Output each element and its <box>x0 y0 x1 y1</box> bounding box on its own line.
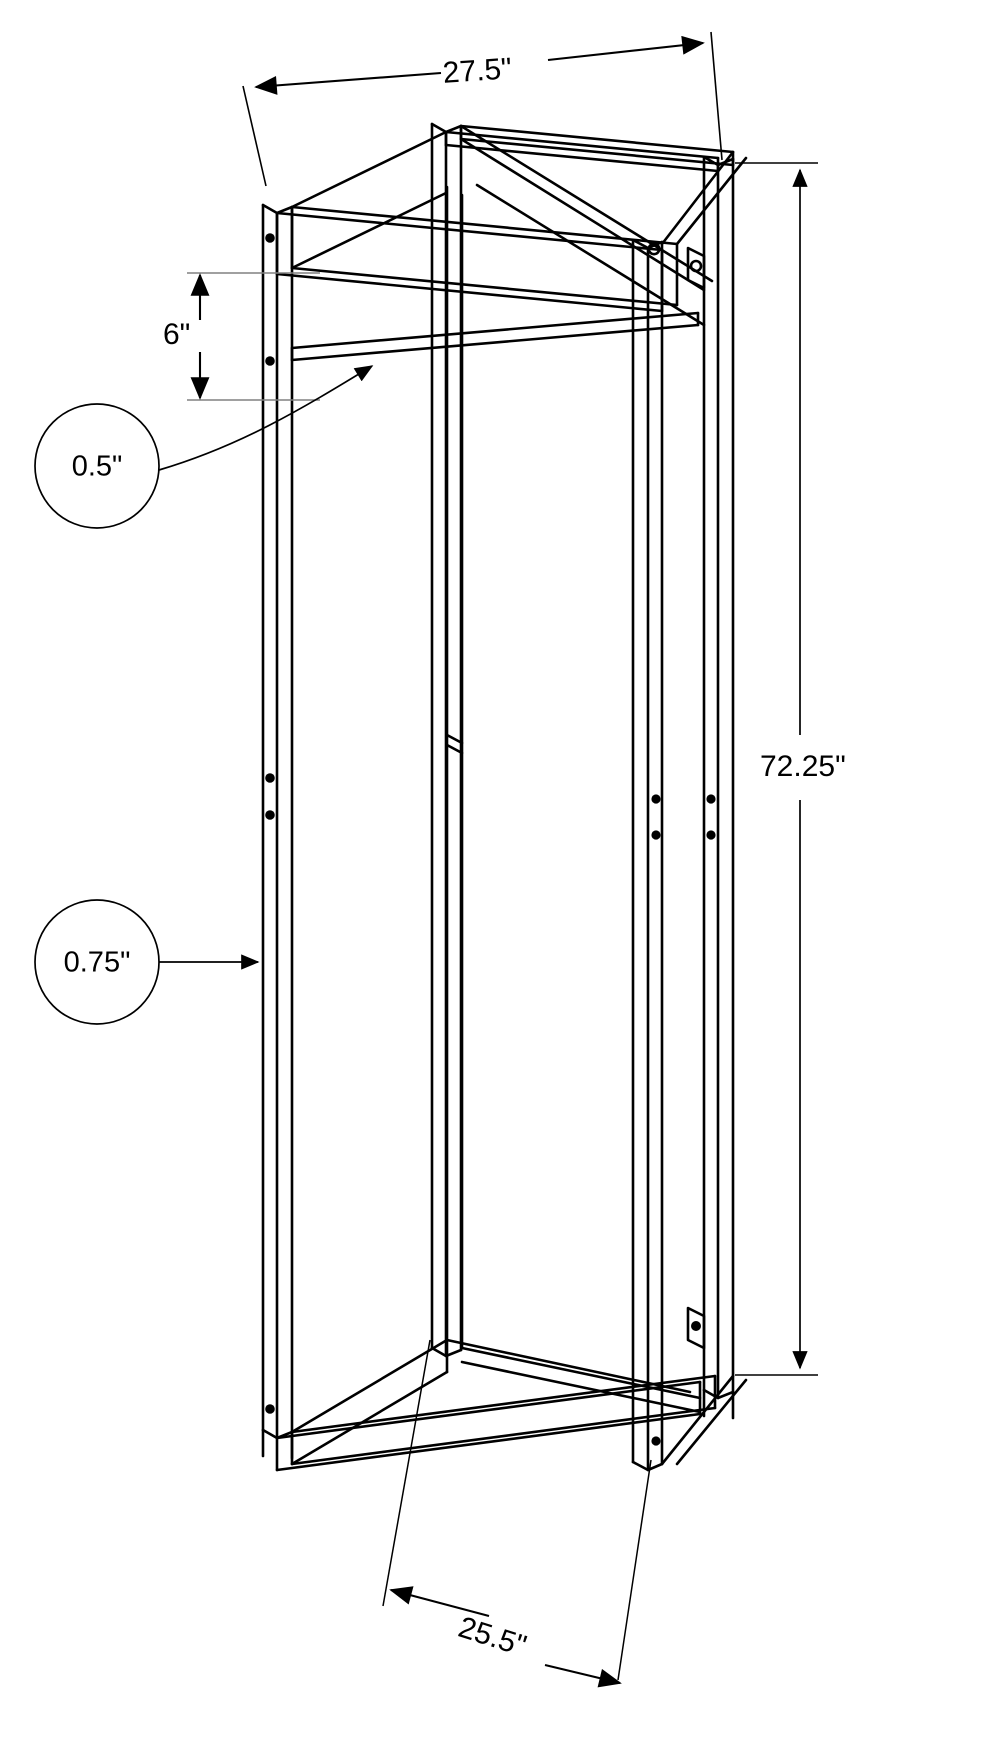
front-left-post <box>261 203 294 1440</box>
rear-base-rail <box>445 1338 702 1414</box>
dimension-label-top-bar-offset: 6" <box>163 318 190 351</box>
extension-line-right <box>710 31 723 161</box>
right-base-diagonal <box>660 1374 748 1466</box>
dim-arrow-right <box>547 35 705 62</box>
callout-label-bar-thickness: 0.5" <box>72 451 123 483</box>
dim-arrow-left <box>254 71 442 95</box>
right-frame-diagonal-rail <box>660 150 748 246</box>
extension-line-far <box>617 1459 652 1681</box>
dim-arrow-near <box>389 1586 490 1618</box>
dimension-label-width-top: 27.5" <box>442 52 513 90</box>
callout-label-frame-thickness: 0.75" <box>64 947 131 979</box>
dimension-top-bar-offset: 6" <box>163 272 320 401</box>
dimension-height-right: 72.25" <box>735 162 846 1376</box>
callout-frame-thickness: 0.75" <box>34 899 260 1025</box>
rear-upper-cross-rail <box>459 124 714 327</box>
front-right-post <box>631 238 664 1472</box>
extension-line-near <box>382 1339 431 1607</box>
dim-arrow-far <box>544 1663 622 1688</box>
extension-line-left <box>242 85 267 187</box>
foot-caps <box>261 1388 735 1460</box>
left-frame-diagonal-rail <box>290 130 448 270</box>
rack-geometry <box>261 122 748 1472</box>
dimension-label-height-right: 72.25" <box>760 750 846 783</box>
dimension-depth-bottom: 25.5" <box>382 1339 652 1688</box>
dimension-width-top: 27.5" <box>242 31 723 187</box>
callout-circle <box>34 403 160 529</box>
callout-leader-curved <box>158 365 374 471</box>
center-post <box>445 185 464 1350</box>
rear-right-post <box>686 155 735 1400</box>
callout-bar-thickness: 0.5" <box>34 365 374 529</box>
hanging-bar <box>290 311 700 362</box>
